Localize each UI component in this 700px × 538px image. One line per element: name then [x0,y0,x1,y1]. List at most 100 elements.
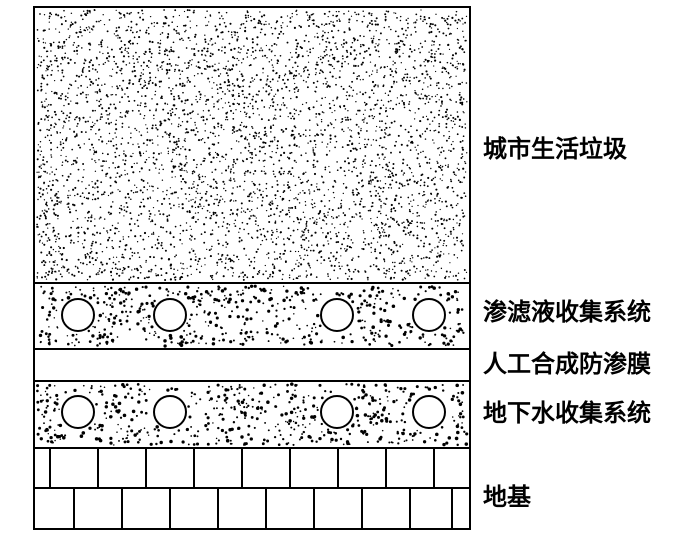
texture-dot [356,77,358,80]
texture-dot [148,156,150,159]
texture-dot [401,278,404,281]
texture-dot [190,187,193,190]
texture-dot [60,23,63,26]
texture-dot [340,199,343,202]
texture-dot [211,171,213,174]
texture-dot [350,130,353,132]
texture-dot [419,270,422,272]
texture-dot [240,73,243,76]
texture-dot [145,105,147,108]
texture-dot [84,253,87,256]
texture-dot [457,42,459,44]
texture-dot [273,324,278,328]
texture-dot [272,272,275,275]
texture-dot [222,38,224,40]
texture-dot [139,205,142,208]
texture-dot [316,313,320,318]
texture-dot [174,165,177,168]
texture-dot [41,305,45,310]
texture-dot [290,151,293,154]
texture-dot [384,224,386,227]
texture-dot [69,173,72,175]
texture-dot [436,162,439,164]
texture-dot [331,111,333,114]
texture-dot [45,92,47,94]
texture-dot [202,138,204,140]
texture-dot [240,152,242,154]
texture-dot [319,58,322,61]
texture-dot [114,132,116,134]
texture-dot [108,132,111,135]
texture-dot [243,45,245,47]
texture-dot [96,344,99,347]
texture-dot [349,149,352,153]
texture-dot [45,201,48,204]
texture-dot [265,194,268,197]
texture-dot [252,50,254,53]
texture-dot [271,186,274,188]
texture-dot [102,301,106,304]
texture-dot [393,218,395,220]
texture-dot [183,291,188,296]
texture-dot [256,36,259,39]
texture-dot [75,338,78,341]
texture-dot [250,215,252,217]
texture-dot [79,195,81,198]
texture-dot [163,197,166,200]
texture-dot [187,324,191,328]
texture-dot [140,266,143,268]
texture-dot [335,46,337,48]
texture-dot [197,218,199,221]
texture-dot [400,262,402,264]
texture-dot [310,330,313,333]
texture-dot [416,211,419,214]
texture-dot [448,48,451,51]
texture-dot [150,56,153,58]
texture-dot [44,209,46,211]
texture-dot [129,43,132,45]
texture-dot [100,41,103,44]
texture-dot [399,15,402,18]
texture-dot [359,200,362,203]
texture-dot [186,274,189,277]
texture-dot [140,201,142,203]
texture-dot [400,196,402,199]
texture-dot [273,213,276,216]
texture-dot [64,20,67,22]
texture-dot [124,248,127,251]
texture-dot [225,257,227,259]
texture-dot [386,323,391,327]
texture-dot [94,241,97,244]
texture-dot [433,56,436,59]
texture-dot [234,34,236,36]
texture-dot [244,146,247,149]
texture-dot [71,148,74,151]
texture-dot [174,278,177,281]
texture-dot [87,198,89,200]
texture-dot [100,165,102,167]
texture-dot [133,62,136,65]
texture-dot [336,98,338,100]
texture-dot [173,191,176,194]
texture-dot [338,10,340,13]
texture-dot [456,443,459,447]
texture-dot [327,211,329,214]
texture-dot [140,167,143,170]
texture-dot [311,244,313,246]
texture-dot [276,333,279,336]
texture-dot [270,86,272,89]
texture-dot [378,56,380,58]
texture-dot [323,205,326,207]
texture-dot [321,176,323,178]
texture-dot [425,98,428,100]
texture-dot [460,157,463,159]
texture-dot [151,220,154,223]
texture-dot [219,83,222,86]
texture-dot [227,300,230,303]
texture-dot [151,304,155,308]
texture-dot [146,138,149,142]
texture-dot [408,322,411,325]
texture-dot [197,205,200,208]
texture-dot [96,90,99,93]
texture-dot [56,65,59,68]
